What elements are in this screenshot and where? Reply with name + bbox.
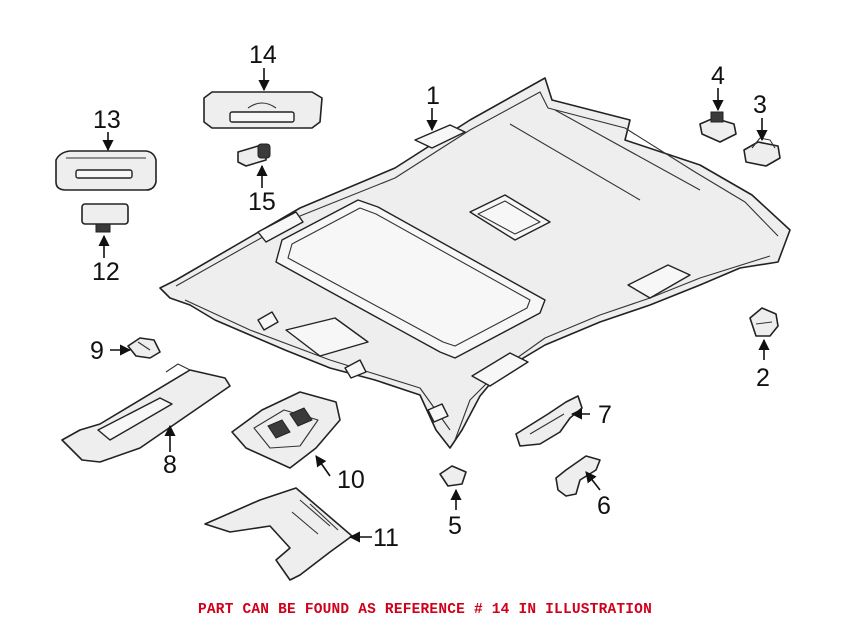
push-clip-part[interactable] [749,307,779,337]
reference-note: PART CAN BE FOUND AS REFERENCE # 14 IN I… [198,602,652,618]
cap-part[interactable] [743,137,781,167]
console-frame-part[interactable] [231,391,341,469]
callout-14: 14 [249,41,277,69]
callout-4: 4 [711,62,725,90]
callout-10: 10 [337,466,365,494]
visor-clip-part[interactable] [127,337,161,359]
callout-2: 2 [756,364,770,392]
small-lamp-part[interactable] [81,203,129,233]
bulb-socket-part[interactable] [237,143,271,167]
callout-15: 15 [248,188,276,216]
bracket-part[interactable] [515,395,583,447]
leader-lines [98,68,770,543]
callout-9: 9 [90,337,104,365]
console-trim-part[interactable] [204,487,353,581]
reading-lamp-part[interactable] [55,150,157,191]
callout-1: 1 [426,82,440,110]
callout-12: 12 [92,258,120,286]
dome-lamp-part[interactable] [203,91,323,129]
callout-13: 13 [93,106,121,134]
pad-part[interactable] [439,465,467,487]
sun-visor-part[interactable] [61,363,231,463]
callout-5: 5 [448,512,462,540]
headliner-part[interactable] [159,77,791,449]
callout-6: 6 [597,492,611,520]
callout-labels: 1 2 3 4 5 6 7 8 9 10 11 12 13 14 15 [90,41,770,552]
callout-7: 7 [598,401,612,429]
callout-3: 3 [753,91,767,119]
callout-8: 8 [163,451,177,479]
retainer-part[interactable] [699,111,737,143]
callout-11: 11 [373,524,399,552]
grab-handle-part[interactable] [555,455,601,497]
